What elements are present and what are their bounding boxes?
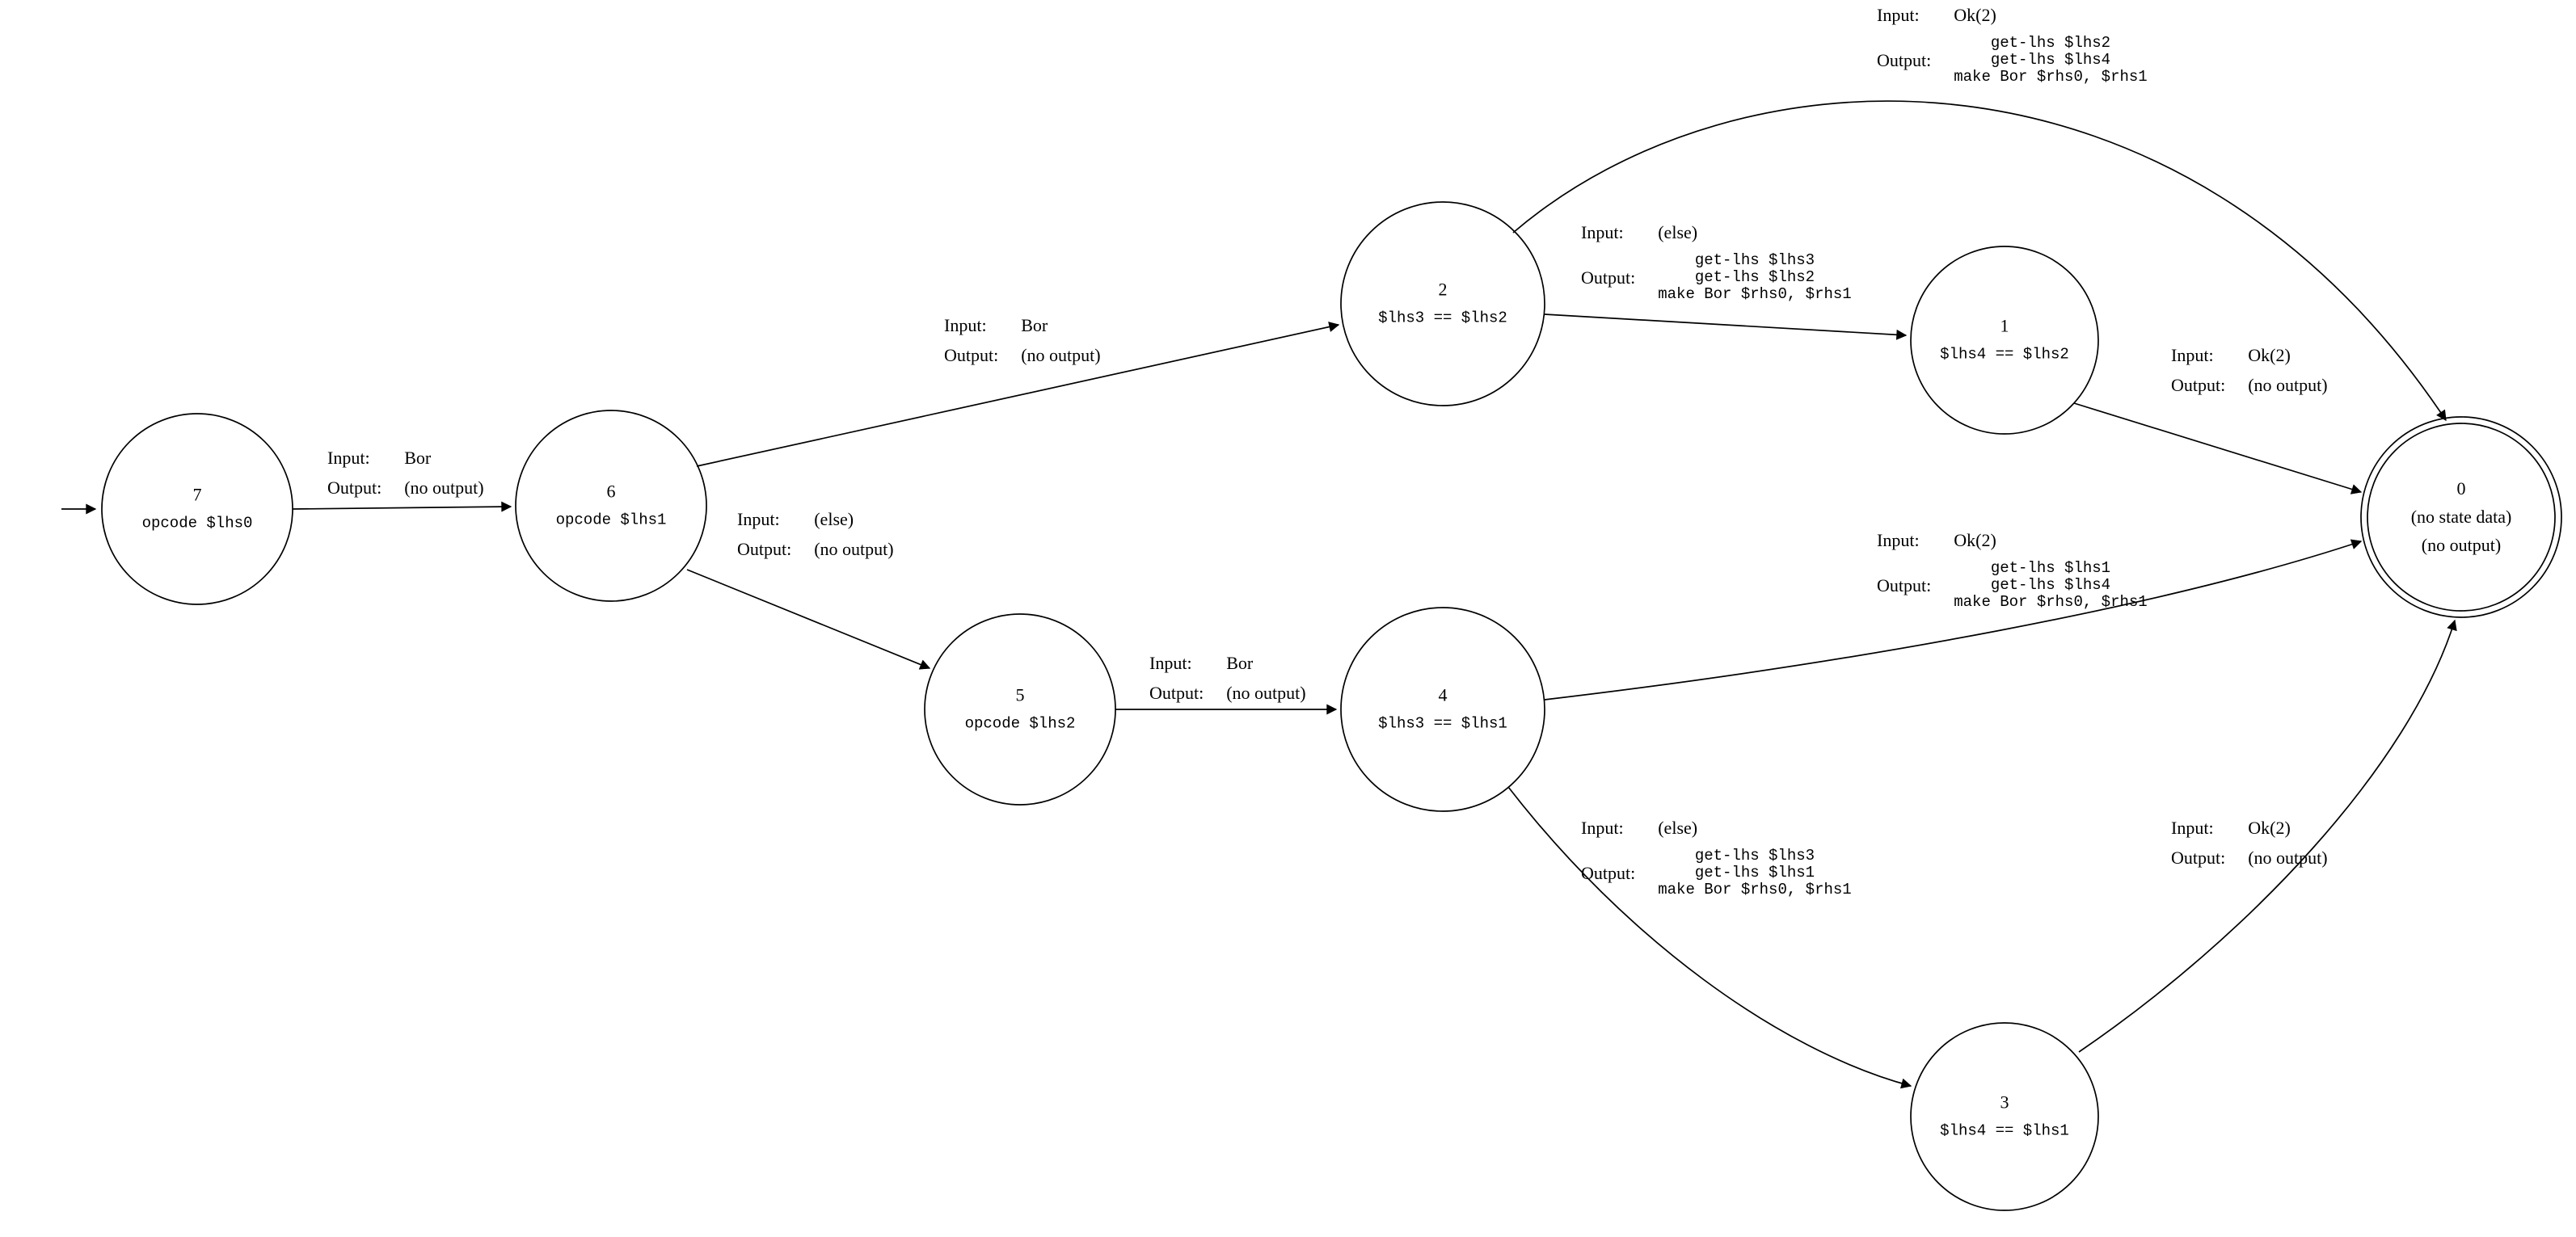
input-value: (else) [1658,818,1698,838]
state-1-id: 1 [2000,315,2009,336]
edge-label-7-6: Input: Bor Output: (no output) [327,448,484,499]
input-key: Input: [2171,818,2214,838]
state-4-id: 4 [1438,684,1448,705]
state-6-circle [515,410,707,602]
output-key: Output: [1877,574,1932,595]
edge-6-to-5 [686,569,931,670]
state-0-label-1: (no state data) [2410,507,2512,527]
state-6-id: 6 [606,481,616,502]
output-key: Output: [1149,683,1204,703]
input-key: Input: [1877,5,1920,25]
state-3: 3 $lhs4 == $lhs1 [1940,1092,2069,1140]
state-5-id: 5 [1015,684,1025,705]
input-value: Ok(2) [2248,818,2291,838]
edge-label-6-2: Input: Bor Output: (no output) [944,315,1101,366]
edge-label-5-4: Input: Bor Output: (no output) [1149,653,1306,704]
output-key: Output: [944,345,999,365]
input-key: Input: [737,509,780,529]
state-5-label: opcode $lhs2 [964,714,1076,733]
output-key: Output: [737,539,792,559]
output-value: (no output) [404,478,484,498]
edge-label-4-3: Input: (else) Output: get-lhs $lhs3 get-… [1581,818,1852,898]
input-key: Input: [2171,345,2214,365]
input-key: Input: [1877,530,1920,550]
state-3-id: 3 [2000,1092,2009,1113]
edge-6-to-2 [696,322,1340,467]
input-value: Bor [1226,653,1254,673]
edge-label-1-0: Input: Ok(2) Output: (no output) [2171,345,2328,396]
edge-7-to-6 [292,501,512,512]
output-value: (no output) [814,539,894,559]
edge-4-to-3 [1507,786,1912,1089]
output-key: Output: [1877,49,1932,70]
output-key: Output: [1581,862,1636,883]
input-key: Input: [327,448,370,468]
edge-2-to-0 [1512,100,2447,422]
edge-label-2-1: Input: (else) Output: get-lhs $lhs3 get-… [1581,222,1852,303]
output-value: (no output) [1021,345,1101,365]
output-key: Output: [2171,848,2226,868]
input-value: Ok(2) [1954,5,1996,25]
state-0-label-2: (no output) [2421,535,2502,555]
input-key: Input: [1581,222,1624,242]
state-2-circle [1340,201,1545,406]
state-1: 1 $lhs4 == $lhs2 [1940,315,2069,364]
state-3-circle [1910,1022,2099,1211]
edge-4-to-0 [1544,539,2363,701]
state-1-label: $lhs4 == $lhs2 [1940,345,2069,364]
state-4-circle [1340,607,1545,812]
edge-label-2-0: Input: Ok(2) Output: get-lhs $lhs2 get-l… [1877,5,2148,86]
output-value: get-lhs $lhs3 get-lhs $lhs2 make Bor $rh… [1658,251,1852,303]
edge-1-to-0 [2073,402,2363,494]
output-value: (no output) [1226,683,1306,703]
edge-label-4-0: Input: Ok(2) Output: get-lhs $lhs1 get-l… [1877,530,2148,611]
state-6: 6 opcode $lhs1 [555,481,667,529]
state-4: 4 $lhs3 == $lhs1 [1378,684,1507,733]
output-value: get-lhs $lhs1 get-lhs $lhs4 make Bor $rh… [1954,559,2148,611]
state-7-label: opcode $lhs0 [141,514,253,532]
output-key: Output: [1581,267,1636,288]
state-6-label: opcode $lhs1 [555,511,667,529]
output-value: (no output) [2248,375,2328,395]
input-key: Input: [944,315,987,335]
input-key: Input: [1149,653,1192,673]
output-value: get-lhs $lhs3 get-lhs $lhs1 make Bor $rh… [1658,847,1852,898]
state-1-circle [1910,246,2099,435]
input-value: Bor [404,448,432,468]
edge-label-6-5: Input: (else) Output: (no output) [737,509,894,560]
state-2: 2 $lhs3 == $lhs2 [1378,279,1507,327]
state-7-id: 7 [192,484,202,505]
output-key: Output: [2171,375,2226,395]
input-value: Bor [1021,315,1048,335]
output-key: Output: [327,478,382,498]
state-4-label: $lhs3 == $lhs1 [1378,714,1507,733]
state-0-outer-circle [2360,416,2562,618]
state-2-id: 2 [1438,279,1448,300]
output-value: (no output) [2248,848,2328,868]
input-value: Ok(2) [2248,345,2291,365]
state-7: 7 opcode $lhs0 [142,486,253,532]
edge-label-3-0: Input: Ok(2) Output: (no output) [2171,818,2328,869]
input-value: Ok(2) [1954,530,1996,550]
output-value: get-lhs $lhs2 get-lhs $lhs4 make Bor $rh… [1954,34,2148,86]
state-0-inner-circle [2367,423,2556,612]
state-5: 5 opcode $lhs2 [964,684,1076,733]
state-0-id: 0 [2456,478,2466,499]
edge-2-to-1 [1544,313,1908,340]
state-2-label: $lhs3 == $lhs2 [1378,309,1507,327]
input-key: Input: [1581,818,1624,838]
state-3-label: $lhs4 == $lhs1 [1940,1121,2069,1140]
edge-3-to-0 [2078,619,2457,1053]
state-0: 0 (no state data) (no output) [2411,480,2512,554]
input-value: (else) [1658,222,1698,242]
input-value: (else) [814,509,854,529]
